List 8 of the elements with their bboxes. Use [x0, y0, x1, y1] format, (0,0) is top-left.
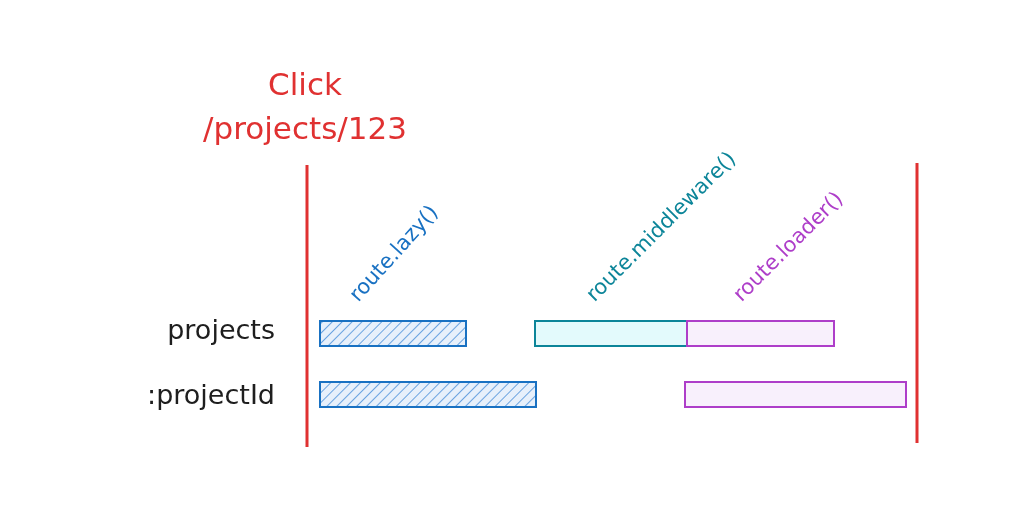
click-heading: Click /projects/123 [202, 65, 408, 148]
bar [684, 381, 907, 408]
row-label: projects [167, 314, 275, 345]
bar [686, 320, 835, 347]
row-label: :projectId [147, 379, 275, 410]
hatched-bar [319, 320, 467, 347]
bar [534, 320, 688, 347]
hatched-bar [319, 381, 537, 408]
